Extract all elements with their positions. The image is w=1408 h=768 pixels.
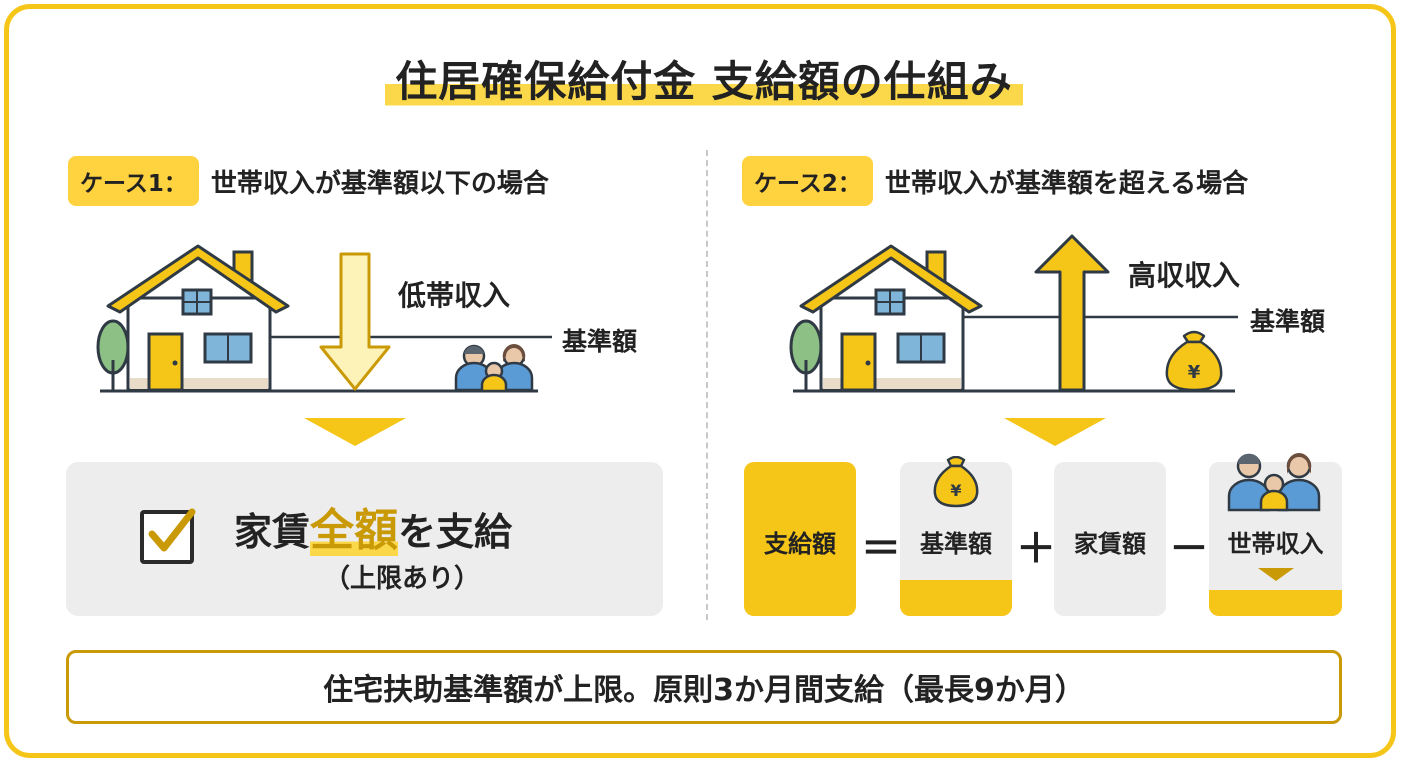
case1-baseline-label: 基準額 — [562, 327, 638, 356]
result-prefix: 家賃 — [234, 510, 311, 554]
case2-yen-symbol: ¥ — [1188, 362, 1201, 383]
case2-income-label: 高収収入 — [1128, 259, 1241, 292]
case2-tree-icon — [789, 319, 823, 390]
formula-down-triangle-icon — [1258, 568, 1294, 581]
case2-badge: ケース2： — [742, 156, 873, 206]
case1-house-icon — [106, 244, 290, 392]
formula-money-bag-icon: ¥ — [933, 456, 979, 508]
case2-baseline-label: 基準額 — [1250, 307, 1326, 336]
title-wrap: 住居確保給付金 支給額の仕組み — [0, 44, 1408, 111]
formula-term2-box: 家賃額 — [1054, 462, 1166, 616]
formula-term3-box: 世帯収入 — [1209, 462, 1342, 616]
formula-minus: － — [1169, 526, 1209, 572]
center-divider — [706, 150, 708, 620]
formula-term3-label: 世帯収入 — [1227, 530, 1324, 558]
formula-term2-label: 家賃額 — [1074, 530, 1146, 558]
formula-result-box: 支給額 — [744, 462, 856, 616]
formula-equals: ＝ — [861, 526, 901, 572]
footer-note: 住宅扶助基準額が上限。原則3か月間支給（最長9か月） — [323, 673, 1085, 708]
term3-fill-bar — [1209, 590, 1342, 616]
case2-header: ケース2： 世帯収入が基準額を超える場合 — [742, 156, 1248, 206]
case2-house-icon — [799, 244, 983, 392]
case1-income-label: 低帯収入 — [398, 279, 511, 312]
term1-fill-bar — [900, 580, 1012, 616]
case1-tree-icon — [96, 319, 130, 390]
page-title: 住居確保給付金 支給額の仕組み — [385, 44, 1023, 111]
case1-result-note: （上限あり） — [324, 564, 481, 594]
case2-money-bag-icon: ¥ — [1165, 330, 1223, 392]
formula-family-icon — [1227, 453, 1321, 512]
footer-note-box: 住宅扶助基準額が上限。原則3か月間支給（最長9か月） — [66, 650, 1342, 724]
case1-down-arrow-icon — [319, 252, 391, 391]
case1-result-text: 家賃全額を支給 — [234, 494, 512, 558]
case1-badge: ケース1： — [68, 156, 199, 206]
case1-heading: 世帯収入が基準額以下の場合 — [210, 168, 549, 199]
case2-down-triangle-icon — [1004, 418, 1106, 446]
formula-term1-label: 基準額 — [920, 530, 992, 558]
result-highlight: 全額 — [310, 505, 399, 556]
case1-down-triangle-icon — [304, 418, 406, 446]
checkbox-check-icon — [148, 508, 196, 552]
case1-result-box: 家賃全額を支給 （上限あり） — [66, 462, 663, 616]
result-suffix: を支給 — [398, 510, 513, 554]
case1-family-icon — [454, 344, 534, 393]
case1-header: ケース1： 世帯収入が基準額以下の場合 — [68, 156, 549, 206]
formula-plus: ＋ — [1016, 526, 1056, 572]
formula-result-label: 支給額 — [764, 530, 836, 558]
case2-up-arrow-icon — [1034, 234, 1110, 392]
checkbox-icon — [140, 508, 196, 564]
case2-heading: 世帯収入が基準額を超える場合 — [884, 168, 1249, 199]
formula-yen-symbol: ¥ — [950, 481, 961, 500]
